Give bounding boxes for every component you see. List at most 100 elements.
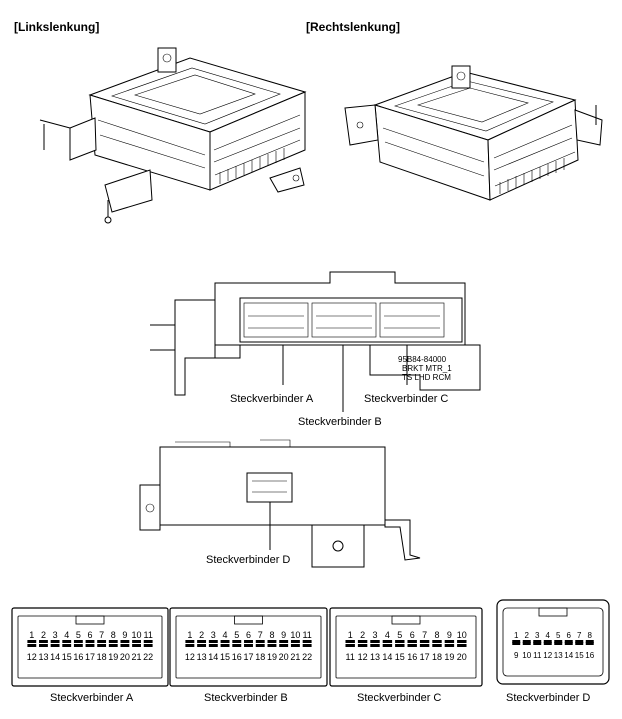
caption-connector-b: Steckverbinder B [204, 692, 288, 704]
pin-contact [132, 640, 141, 643]
pin-contact [407, 640, 417, 643]
pin-contact [27, 640, 37, 643]
pin-number: 4 [64, 630, 69, 640]
pin-contact [407, 644, 417, 647]
pin-number: 20 [279, 652, 289, 662]
pin-number: 15 [575, 651, 584, 660]
pin-contact [290, 644, 300, 647]
pin-contact [522, 642, 531, 645]
pin-number: 13 [370, 652, 380, 662]
caption-connector-a: Steckverbinder A [50, 692, 134, 704]
ecu-side-view-drawing [139, 439, 421, 568]
pin-contact [208, 640, 218, 643]
pin-contact [62, 640, 72, 643]
pin-contact [457, 640, 467, 643]
pin-contact [267, 640, 277, 643]
pin-contact [533, 642, 542, 645]
pin-contact [575, 640, 584, 643]
pin-number: 3 [211, 630, 216, 640]
callout-connector-a: Steckverbinder A [230, 393, 314, 405]
pin-number: 19 [267, 652, 277, 662]
pin-number: 2 [199, 630, 204, 640]
pin-number: 10 [522, 651, 531, 660]
pin-number: 9 [514, 651, 519, 660]
pin-number: 5 [234, 630, 239, 640]
pin-contact [267, 644, 277, 647]
pin-contact [39, 644, 48, 647]
pin-contact [279, 644, 289, 647]
pin-number: 13 [554, 651, 563, 660]
pin-number: 13 [197, 652, 207, 662]
pin-number: 8 [111, 630, 116, 640]
pin-contact [50, 640, 60, 643]
pin-number: 9 [447, 630, 452, 640]
pin-number: 6 [246, 630, 251, 640]
ecu-left-hand-drive-drawing [39, 47, 307, 224]
pin-contact [564, 642, 573, 645]
pin-number: 5 [556, 631, 561, 640]
pin-number: 12 [27, 652, 37, 662]
pin-contact [97, 644, 107, 647]
caption-connector-c: Steckverbinder C [357, 692, 442, 704]
connector-latch [75, 615, 105, 625]
pin-number: 19 [444, 652, 454, 662]
pin-contact [39, 640, 48, 643]
pin-number: 19 [108, 652, 118, 662]
callout-connector-d: Steckverbinder D [206, 554, 291, 566]
pin-contact [419, 640, 430, 643]
pin-number: 2 [525, 631, 530, 640]
pin-contact [27, 644, 37, 647]
pin-contact [97, 640, 107, 643]
pin-contact [255, 640, 265, 643]
pin-number: 15 [220, 652, 230, 662]
pin-number: 10 [290, 630, 300, 640]
pin-contact [302, 644, 312, 647]
pin-number: 7 [422, 630, 427, 640]
pin-number: 13 [38, 652, 48, 662]
ecu-right-hand-drive-drawing [344, 65, 603, 201]
pin-number: 14 [50, 652, 60, 662]
connector-housing [329, 607, 483, 687]
pin-contact [132, 644, 141, 647]
pin-contact [290, 640, 300, 643]
svg-text:95B84-84000: 95B84-84000 [398, 355, 447, 364]
caption-connector-d: Steckverbinder D [506, 692, 591, 704]
pin-number: 16 [585, 651, 594, 660]
pin-number: 14 [208, 652, 218, 662]
pin-contact [73, 644, 83, 647]
pin-contact [575, 642, 584, 645]
pin-contact [395, 644, 405, 647]
pin-contact [279, 640, 289, 643]
pin-contact [197, 640, 207, 643]
svg-text:TS LHD RCM: TS LHD RCM [402, 373, 451, 382]
pin-number: 4 [223, 630, 228, 640]
pin-number: 20 [457, 652, 467, 662]
pin-contact [185, 644, 195, 647]
pin-contact [143, 644, 153, 647]
callout-connector-c: Steckverbinder C [364, 393, 449, 405]
pin-number: 10 [132, 630, 142, 640]
pin-number: 8 [588, 631, 593, 640]
pin-number: 1 [514, 631, 519, 640]
pin-contact [62, 644, 72, 647]
pin-number: 17 [85, 652, 95, 662]
pin-contact [357, 644, 368, 647]
pin-contact [197, 644, 207, 647]
pin-contact [108, 644, 118, 647]
pin-contact [73, 640, 83, 643]
pin-number: 17 [420, 652, 430, 662]
pin-number: 1 [348, 630, 353, 640]
connector-housing [496, 599, 610, 685]
pin-number: 15 [62, 652, 72, 662]
pin-number: 3 [372, 630, 377, 640]
svg-text:BRKT MTR_1: BRKT MTR_1 [402, 364, 452, 373]
pin-number: 15 [395, 652, 405, 662]
pin-contact [522, 640, 531, 643]
pin-contact [585, 642, 594, 645]
pin-number: 11 [144, 630, 153, 640]
pin-contact [395, 640, 405, 643]
